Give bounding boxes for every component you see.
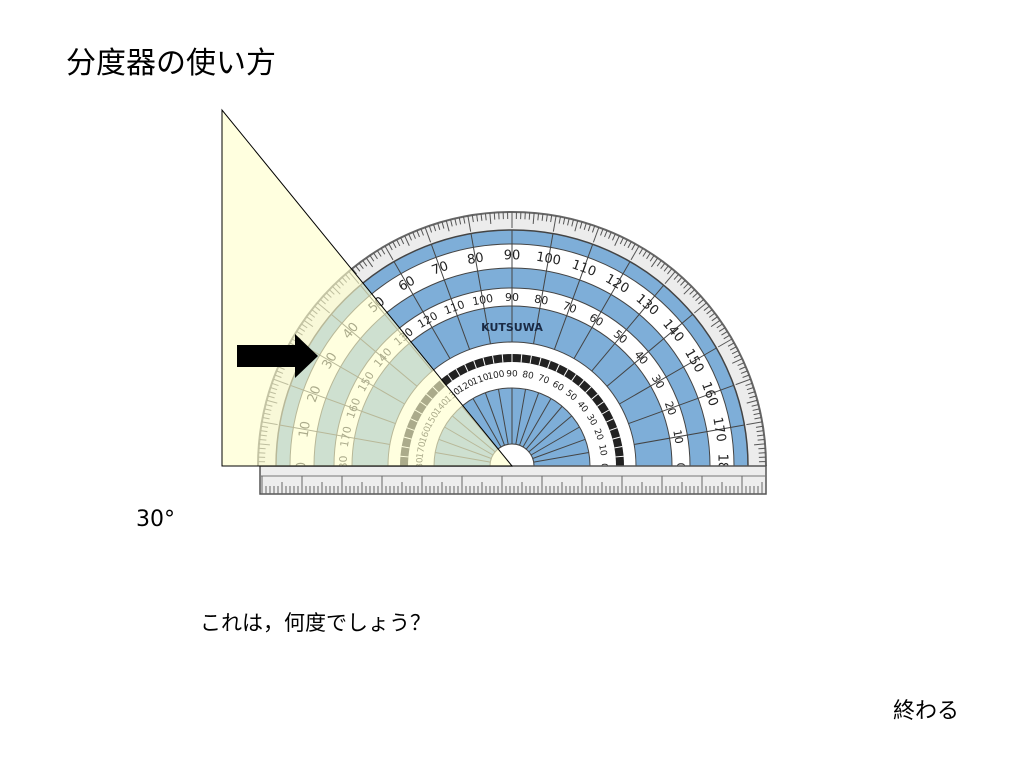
scale-label-inner: 20: [591, 428, 604, 442]
scale-label-outer: 60: [396, 274, 418, 295]
scale-label-inner: 90: [506, 370, 518, 380]
protractor-base-ruler: [259, 465, 767, 495]
scale-label-middle: 10: [670, 429, 685, 445]
right-arrow-icon: [237, 334, 318, 378]
scale-label-outer: 180: [715, 454, 730, 479]
scale-label-middle: 70: [561, 299, 579, 316]
set-square-triangle: [221, 108, 514, 467]
scale-label-inner: 100: [487, 369, 506, 382]
scale-label-outer: 70: [430, 259, 451, 279]
scale-label-inner: 10: [596, 444, 608, 457]
scale-label-outer: 80: [466, 250, 485, 268]
scale-label-middle: 90: [505, 291, 519, 304]
scale-label-outer: 100: [535, 250, 562, 269]
angle-answer: 30°: [136, 507, 175, 532]
protractor-brand: KUTSUWA: [481, 321, 543, 334]
scale-label-middle: 60: [587, 311, 606, 329]
question-text: これは，何度でしょう？: [200, 611, 431, 635]
scale-label-middle: 0: [674, 463, 687, 470]
scale-label-middle: 100: [471, 292, 494, 308]
scale-label-outer: 170: [709, 416, 728, 443]
scale-label-inner: 80: [521, 370, 534, 382]
scale-label-middle: 30: [649, 372, 667, 391]
slide-title: 分度器の使い方: [66, 46, 276, 81]
end-button[interactable]: 終わる: [893, 699, 960, 724]
scale-label-outer: 90: [504, 249, 521, 264]
scale-label-middle: 20: [662, 400, 679, 418]
scale-label-inner: 0: [599, 463, 609, 469]
scale-label-inner: 70: [536, 373, 550, 386]
scale-label-middle: 80: [533, 292, 549, 307]
protractor: 7080901001101201301401501601701800102030…: [257, 211, 767, 479]
